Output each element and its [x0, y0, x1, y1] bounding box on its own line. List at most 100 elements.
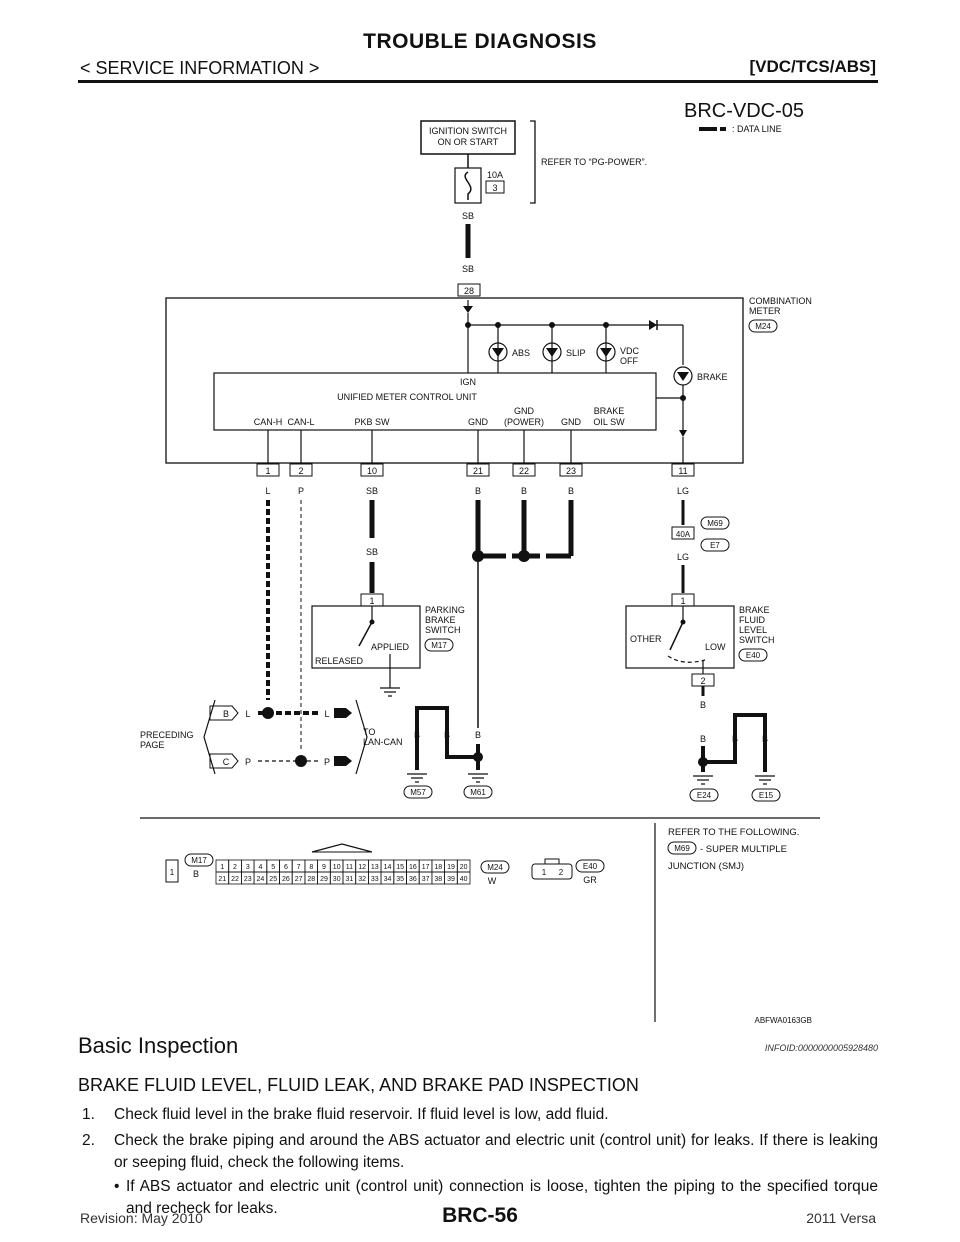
pin-gnd-power-1: GND — [514, 406, 535, 416]
m24-pin-label: 38 — [434, 876, 442, 883]
brake-lamp-label: BRAKE — [697, 372, 728, 382]
parking-brake-switch-contact — [358, 621, 373, 647]
e40-connector-icon — [531, 863, 573, 880]
pin-gnd: GND — [468, 417, 489, 427]
legend-m69: M69 — [674, 844, 690, 853]
e40-color: GR — [583, 875, 597, 885]
m24-pin-label: 2 — [233, 864, 237, 871]
svg-text:23: 23 — [566, 466, 576, 476]
wire-color-b-21: B — [475, 486, 481, 496]
m24-pin-label: 37 — [422, 876, 430, 883]
info-id: INFOID:0000000005928480 — [764, 1043, 878, 1053]
m57-label: M57 — [410, 788, 426, 797]
fuse-icon — [464, 171, 472, 200]
e24-label: E24 — [697, 791, 712, 800]
pin-gnd-power-2: (POWER) — [504, 417, 544, 427]
m24-pin-label: 16 — [409, 864, 417, 871]
svg-text:10: 10 — [367, 466, 377, 476]
vdc-lamp-icon — [596, 342, 616, 362]
data-line-legend: : DATA LINE — [732, 124, 782, 134]
slip-lamp-icon — [542, 342, 562, 362]
step-1: 1. Check fluid level in the brake fluid … — [82, 1104, 878, 1126]
pin-brake-oil-1: BRAKE — [594, 406, 625, 416]
refer-following: REFER TO THE FOLLOWING. — [668, 827, 799, 838]
smj-label-2: JUNCTION (SMJ) — [668, 861, 744, 872]
parking-brake-label-2: BRAKE — [425, 615, 456, 625]
preceding-page-2: PAGE — [140, 740, 164, 750]
wire-color-sb: SB — [366, 486, 378, 496]
svg-text:11: 11 — [678, 466, 687, 476]
e15-ground-icon — [755, 775, 775, 785]
e40-pin-1: 1 — [542, 868, 547, 877]
m24-pin-label: 40 — [460, 876, 468, 883]
combination-meter-box — [165, 297, 744, 464]
m24-pin-label: 19 — [447, 864, 455, 871]
conn-c-arrow-icon — [209, 753, 239, 769]
svg-text:1: 1 — [265, 466, 270, 476]
m24-pin-label: 25 — [269, 876, 277, 883]
m24-pin-label: 22 — [231, 876, 239, 883]
m24-pin-label: 13 — [371, 864, 379, 871]
wire-color-l: L — [265, 486, 270, 496]
m24-pin-cell — [456, 871, 471, 885]
pin-brake-oil-2: OIL SW — [593, 417, 625, 427]
m61-label: M61 — [470, 788, 486, 797]
legend-m24: M24 — [487, 863, 503, 872]
m24-pin-label: 28 — [307, 876, 315, 883]
step-number: 1. — [82, 1106, 95, 1123]
svg-text:21: 21 — [473, 466, 483, 476]
fluid-switch-label-3: LEVEL — [739, 625, 767, 635]
parking-brake-switch-box — [311, 605, 421, 669]
fluid-switch-contact — [669, 621, 684, 651]
wire-color-l-b: L — [245, 709, 250, 719]
vdc-label-2: OFF — [620, 356, 638, 366]
wire-color-sb-2: SB — [366, 547, 378, 557]
released-label: RELEASED — [315, 656, 364, 666]
m24-pin-label: 7 — [297, 864, 301, 871]
e24-ground-icon — [693, 775, 713, 785]
data-line-legend-icon — [699, 127, 717, 131]
header-rule — [78, 80, 878, 83]
pkb-pin-1: 1 — [369, 596, 374, 606]
fluid-switch-label-2: FLUID — [739, 615, 766, 625]
page-title: TROUBLE DIAGNOSIS — [363, 30, 597, 53]
wire-color-p-c: P — [245, 757, 251, 767]
e7-label: E7 — [710, 541, 720, 550]
svg-text:2: 2 — [298, 466, 303, 476]
model-label: 2011 Versa — [806, 1210, 876, 1226]
m24-color: W — [488, 876, 497, 886]
parking-brake-ground-icon — [380, 687, 400, 697]
bullet-dot: • — [114, 1178, 120, 1195]
pin-pkb-sw: PKB SW — [354, 417, 390, 427]
unified-meter-control-unit — [213, 372, 657, 431]
m17-label: M17 — [431, 641, 447, 650]
m24-pin-label: 12 — [358, 864, 366, 871]
terminal-row: 1 2 10 21 22 23 11 — [256, 463, 695, 477]
wire-color-b-22: B — [521, 486, 527, 496]
m57-ground-icon — [407, 773, 427, 783]
m17-color: B — [193, 869, 199, 879]
low-label: LOW — [705, 642, 726, 652]
fluid-switch-label-4: SWITCH — [739, 635, 775, 645]
unit-name: UNIFIED METER CONTROL UNIT — [337, 392, 477, 402]
wire-color-b-m61b: B — [475, 730, 481, 740]
figure-code: ABFWA0163GB — [754, 1016, 812, 1025]
m24-pin-label: 35 — [396, 876, 404, 883]
m24-pin-label: 11 — [346, 864, 353, 871]
m24-pin-label: 20 — [460, 864, 468, 871]
m61-ground-icon — [468, 773, 488, 783]
page-number: BRC-56 — [442, 1204, 518, 1227]
combination-meter-label-2: METER — [749, 306, 781, 316]
m24-pin-label: 4 — [258, 864, 262, 871]
abs-label: ABS — [512, 348, 530, 358]
preceding-page-1: PRECEDING — [140, 730, 194, 740]
m24-pin-label: 39 — [447, 876, 455, 883]
vdc-label-1: VDC — [620, 346, 640, 356]
m24-pin-label: 18 — [434, 864, 442, 871]
fuse-number: 3 — [492, 183, 497, 193]
ignition-label-2: ON OR START — [438, 137, 499, 147]
ignition-label-1: IGNITION SWITCH — [429, 126, 507, 136]
legend-m17: M17 — [191, 856, 207, 865]
m24-pin-label: 26 — [282, 876, 290, 883]
m24-pin-label: 3 — [246, 864, 250, 871]
